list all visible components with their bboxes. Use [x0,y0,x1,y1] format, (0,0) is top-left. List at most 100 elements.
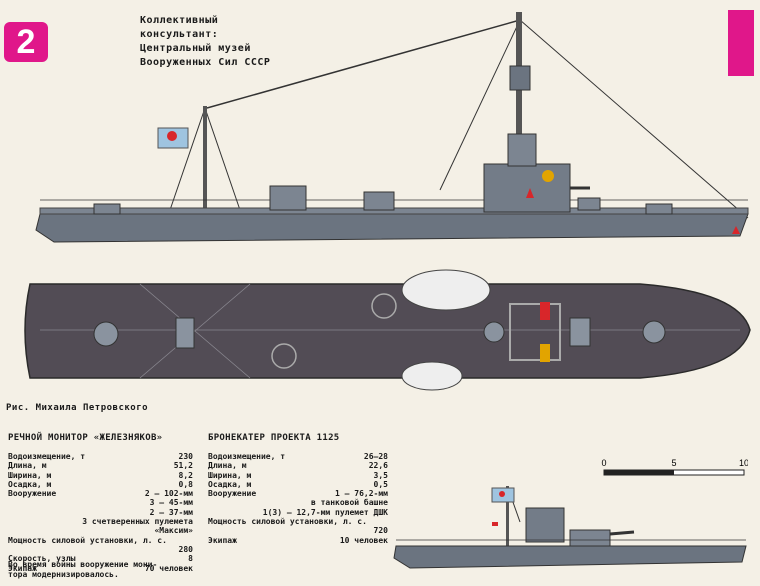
spec-value: 10 человек [339,535,388,545]
monitor-specs: РЕЧНОЙ МОНИТОР «ЖЕЛЕЗНЯКОВ» Водоизмещени… [8,433,193,573]
monitor-deck [24,283,751,379]
spec-row: 1(3) — 12,7-мм пулемет ДШК [208,508,388,517]
spec-label: Вооружение [8,489,57,499]
consultant-line: Центральный музей [140,43,251,54]
spec-label: Скорость, узлы [8,554,76,564]
spec-label: Ширина, м [208,470,252,480]
magazine-logo [728,10,754,76]
spec-label: Длина, м [208,461,247,471]
spec-value: 8 [188,554,193,564]
ship-boat [401,361,463,391]
spec-row: Экипаж 70 человек [8,564,193,573]
gun-turret [93,321,119,347]
gun-turret [645,203,673,215]
spec-label: Экипаж [8,563,37,573]
bridge-outline [509,303,561,361]
consultant-line: Вооруженных Сил СССР [140,57,271,68]
boat-side-view [393,486,747,569]
spec-label: Водоизмещение, т [208,452,286,461]
spec-row: Водоизмещение, т 230 [8,452,193,461]
spec-row: 2 — 37-мм [8,508,193,517]
gun-turret [363,191,395,211]
spec-value: 280 [178,544,193,554]
spec-row: Экипаж 10 человек [208,536,388,545]
consultant-line: Коллективный [140,15,219,26]
spec-value: 3 — 45-мм [149,498,193,508]
ship-boat [401,269,491,311]
stay-line [439,19,521,191]
spec-row: Скорость, узлы 8 [8,554,193,563]
gun-turret [269,185,307,211]
spec-value: 51,2 [173,461,193,471]
spec-row: в танковой башне [208,498,388,507]
spec-value: 22,6 [368,461,388,471]
spec-row: Ширина, м 3,5 [208,471,388,480]
spec-value: в танковой башне [310,498,388,508]
spec-row: 280 [8,545,193,554]
spec-row: Вооружение 2 — 102-мм [8,489,193,498]
spec-value: 8,2 [178,470,193,480]
spec-label: Осадка, м [8,479,52,489]
spec-row: 3 счетверенных пулемета [8,517,193,526]
gun-turret [483,321,505,343]
tank-turret [569,529,611,547]
spec-value: 1(3) — 12,7-мм пулемет ДШК [262,507,388,517]
gun-turret [642,320,666,344]
boat-mast [506,486,509,546]
spec-row: Мощность силовой установки, л. с. [208,517,388,526]
spec-row: 720 [208,526,388,535]
spec-row: Ширина, м 8,2 [8,471,193,480]
red-star-icon [732,226,740,234]
fore-mast [203,106,207,214]
red-star-icon [526,188,534,198]
stay-line [519,19,749,219]
spec-row: Длина, м 51,2 [8,461,193,470]
scale-label: 0 [601,458,606,468]
spec-label: Длина, м [8,461,47,471]
spec-value: 230 [178,452,193,461]
spec-value: 0,8 [178,479,193,489]
spec-value: 2 — 102-мм [144,489,193,499]
scale-bar: 0 5 10 [601,458,748,476]
spec-row: 3 — 45-мм [8,498,193,507]
spec-value: 70 человек [144,563,193,573]
spec-row: Длина, м 22,6 [208,461,388,470]
spec-label: Вооружение [208,489,257,499]
spec-value: 1 — 76,2-мм [335,489,388,499]
consultant-credit: Коллективный консультант: Центральный му… [140,14,270,70]
scale-label: 5 [671,458,676,468]
note-line: тора модернизировалось. [8,570,119,579]
monitor-top-view [24,269,751,391]
note-line: Во время войны вооружение мони- [8,560,158,569]
spec-value: 26—28 [363,452,388,461]
spec-value: «Максим» [154,526,193,536]
spec-label: Мощность силовой установки, л. с. [8,535,167,545]
boat-tower [525,507,565,543]
monitor-title: РЕЧНОЙ МОНИТОР «ЖЕЛЕЗНЯКОВ» [8,433,163,443]
spec-label: Ширина, м [8,470,52,480]
monitor-hull [35,213,749,243]
spec-value: 3,5 [373,470,388,480]
spec-row: «Максим» [8,526,193,535]
monitor-note: Во время войны вооружение мони- тора мод… [8,560,157,580]
spec-value: 3 счетверенных пулемета [82,517,193,527]
spec-value: 720 [373,526,388,536]
spec-row: Мощность силовой установки, л. с. [8,536,193,545]
spec-row: Осадка, м 0,8 [8,480,193,489]
boat-title: БРОНЕКАТЕР ПРОЕКТА 1125 [208,433,340,443]
gun-turret [93,203,121,215]
spec-value: 0,5 [373,479,388,489]
scale-label: 10 [739,458,748,468]
spec-label: Водоизмещение, т [8,452,86,461]
boom-line [206,19,521,109]
boat-hull [393,545,747,569]
boat-specs: БРОНЕКАТЕР ПРОЕКТА 1125 Водоизмещение, т… [208,433,388,545]
spec-row: Водоизмещение, т 26—28 [208,452,388,461]
artist-credit: Рис. Михаила Петровского [6,403,149,413]
conning-tower [483,163,571,213]
spec-value: 2 — 37-мм [149,507,193,517]
spec-label: Мощность силовой установки, л. с. [208,517,367,527]
page-number-badge: 2 [4,22,48,62]
spec-label: Экипаж [208,535,237,545]
